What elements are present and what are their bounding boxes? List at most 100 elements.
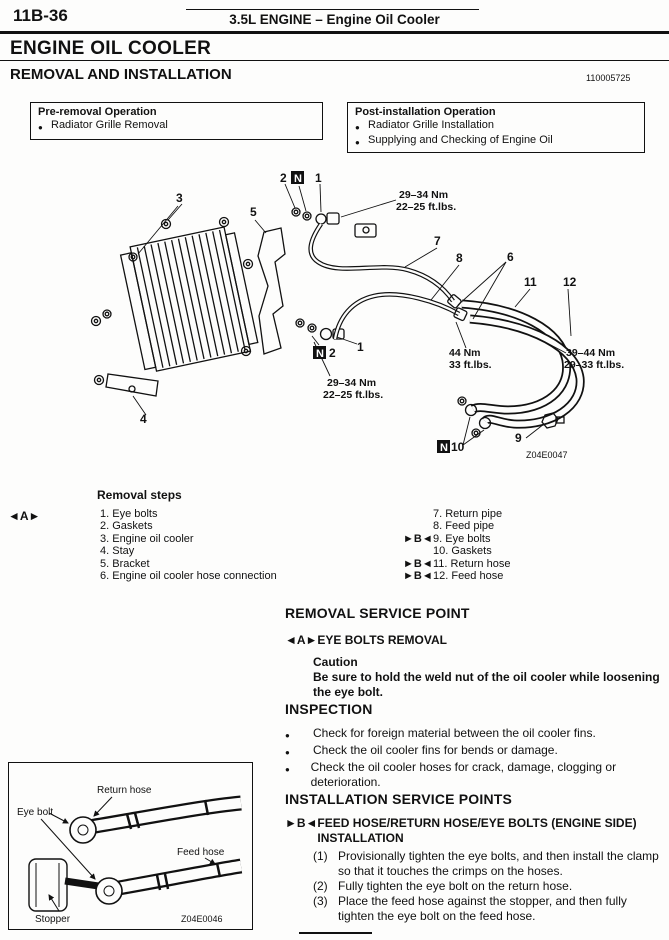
step-text: Fully tighten the eye bolt on the return… [338,879,573,893]
installation-steps: (1) Provisionally tighten the eye bolts,… [313,849,659,924]
step-text: Place the feed hose against the stopper,… [338,894,627,923]
callout-11: 11 [524,275,537,289]
service-point-b-marker: ►B◄ [285,816,318,830]
leader-lines [132,183,572,446]
stopper-label: Stopper [35,914,71,925]
removal-service-point-heading: REMOVAL SERVICE POINT [285,605,470,621]
figure-code: Z04E0047 [526,450,568,460]
step-number: (2) [313,879,328,893]
eye-bolt-drawing [464,403,478,417]
inspection-heading: INSPECTION [285,701,373,717]
gasket-drawing [291,207,301,217]
header-top-rule [186,9,479,10]
callout-4: 4 [140,412,147,426]
service-point-marker [403,508,433,520]
callout-6: 6 [507,250,514,264]
service-point-marker [403,545,433,557]
bullet-icon: ● [285,731,290,740]
pre-removal-item: Radiator Grille Removal [51,119,168,131]
pre-removal-title: Pre-removal Operation [38,106,157,118]
caution-label: Caution [313,655,358,669]
gasket-drawing [302,211,312,221]
torque-top-ftlbs: 22–25 ft.lbs. [396,201,456,213]
gasket-drawing [307,323,317,333]
feed-hose-subheading: ►B◄ FEED HOSE/RETURN HOSE/EYE BOLTS (ENG… [285,816,657,846]
pre-removal-operation-box: Pre-removal Operation ● Radiator Grille … [30,102,323,140]
eye-bolt-drawing [95,877,123,905]
section-heading: REMOVAL AND INSTALLATION [10,66,232,83]
feed-pipe-drawing [332,292,461,340]
removal-step: 12. Feed hose [433,570,504,583]
torque-labels: 29–34 Nm 22–25 ft.lbs. 29–34 Nm 22–25 ft… [323,189,624,401]
non-reusable-part-letter: N [316,348,324,360]
post-installation-item: Supplying and Checking of Engine Oil [368,134,553,146]
exploded-view-diagram: 2 N 1 3 5 7 8 6 11 12 N 2 1 4 N 10 9 29–… [90,171,624,460]
installation-service-points-heading: INSTALLATION SERVICE POINTS [285,791,513,807]
hose-illustration: Return hose Eye bolt Feed hose Stopper Z… [17,785,243,925]
eye-bolts-removal-subheading: ◄A►EYE BOLTS REMOVAL [285,633,447,647]
eye-bolt-label: Eye bolt [17,807,53,818]
bullet-icon: ● [285,765,290,774]
non-reusable-part-symbol [313,346,326,359]
callout-12: 12 [563,275,577,289]
callout-9: 9 [515,431,522,445]
service-point-a-marker: ◄A► [8,509,41,523]
pipe-clamp-drawing [354,223,377,238]
removal-steps-title: Removal steps [97,488,182,502]
non-reusable-part-letter: N [440,442,448,454]
post-installation-item: Radiator Grille Installation [368,119,494,131]
title-rule [0,60,669,62]
torque-mid-nm: 29–34 Nm [327,377,376,389]
removal-step: 8. Feed pipe [433,520,495,533]
service-point-marker: ►B◄ [403,532,433,545]
bolt-drawing [541,412,559,429]
service-point-marker [403,520,433,532]
removal-step: 3. Engine oil cooler [100,532,194,545]
diagram-linework [90,207,585,438]
bolt-drawing [242,258,254,270]
callout-10: 10 [451,440,465,454]
removal-step: 9. Eye bolts [433,532,491,545]
callout-2: 2 [329,346,336,360]
removal-step: 5. Bracket [100,557,150,570]
torque-39-ftlbs: 29–33 ft.lbs. [564,359,624,371]
torque-44-ftlbs: 33 ft.lbs. [449,359,492,371]
removal-steps-right-column: 7. Return pipe 8. Feed pipe ►B◄ 9. Eye b… [403,508,510,582]
stopper-drawing [28,858,68,912]
subheading-text: FEED HOSE/RETURN HOSE/EYE BOLTS (ENGINE … [317,816,637,845]
step-number: (3) [313,894,328,908]
eye-bolt-drawing [315,213,327,225]
header-section-title: 3.5L ENGINE – Engine Oil Cooler [229,12,440,27]
non-reusable-part-symbol [437,440,450,453]
hose-photo-figure: Return hose Eye bolt Feed hose Stopper Z… [8,762,253,930]
stay-drawing [105,373,159,397]
return-hose-label: Return hose [97,785,152,796]
callout-1: 1 [357,340,364,354]
bullet-icon: ● [355,123,360,132]
eye-bolt-drawing [90,315,102,327]
post-installation-title: Post-installation Operation [355,106,496,118]
callout-8: 8 [456,251,463,265]
removal-step: 7. Return pipe [433,508,503,520]
removal-steps-left-column: 1. Eye bolts 2. Gaskets 3. Engine oil co… [100,508,277,582]
inspection-list: ● Check for foreign material between the… [285,726,657,790]
photo-leader-lines [40,796,216,912]
removal-step: 1. Eye bolts [100,508,158,520]
callout-labels: 2 N 1 3 5 7 8 6 11 12 N 2 1 4 N 10 9 [140,171,577,454]
caution-text: Be sure to hold the weld nut of the oil … [313,670,660,699]
header-rule [0,31,669,34]
callout-1: 1 [315,171,322,185]
callout-2: 2 [280,171,287,185]
torque-39-nm: 39–44 Nm [566,347,615,359]
callout-3: 3 [176,191,183,205]
bullet-icon: ● [38,123,43,132]
torque-mid-ftlbs: 22–25 ft.lbs. [323,389,383,401]
service-point-marker: ►B◄ [403,557,433,570]
bullet-icon: ● [285,748,290,757]
torque-44-nm: 44 Nm [449,347,481,359]
non-reusable-part-symbol [291,171,304,184]
post-installation-operation-box: Post-installation Operation ● Radiator G… [347,102,645,153]
return-pipe-drawing [308,222,455,303]
bracket-drawing [257,227,286,355]
